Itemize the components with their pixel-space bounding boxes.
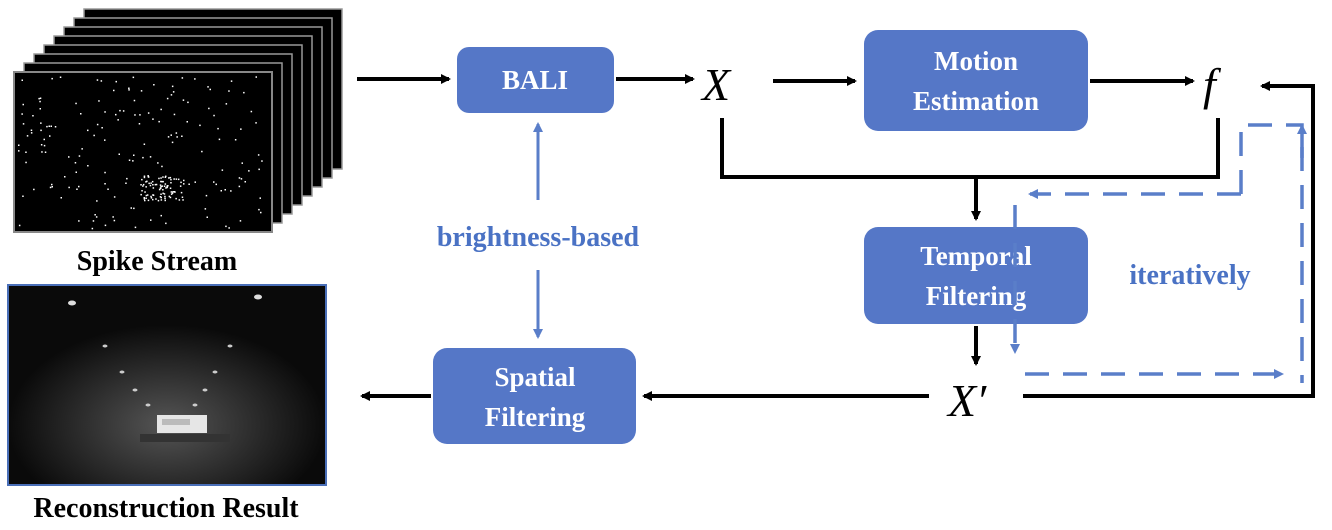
symbol-x: X xyxy=(700,59,732,110)
spatial-filtering-box: Spatial Filtering xyxy=(433,348,636,444)
iterative-loop-dashed xyxy=(1010,123,1307,383)
reconstruction-result-label: Reconstruction Result xyxy=(33,493,299,524)
arrow-xprime-to-f xyxy=(1023,81,1315,398)
symbol-f: f xyxy=(1203,59,1222,110)
bali-box: BALI xyxy=(457,47,614,113)
spike-frame-front xyxy=(13,71,273,233)
spike-stream-stack xyxy=(13,8,343,233)
spatial-label-line1: Spatial xyxy=(494,362,576,392)
spike-dots xyxy=(18,76,263,230)
brightness-based-label: brightness-based xyxy=(437,222,640,253)
connector-x-f-merge xyxy=(720,118,1220,179)
temporal-filtering-box: Temporal Filtering xyxy=(864,227,1088,324)
iteratively-label: iteratively xyxy=(1129,260,1250,291)
reconstruction-image xyxy=(7,284,327,486)
temporal-label-line2: Filtering xyxy=(926,281,1027,311)
motion-label-line2: Estimation xyxy=(913,86,1039,116)
motion-estimation-box: Motion Estimation xyxy=(864,30,1088,131)
symbol-x-prime: X′ xyxy=(946,375,987,426)
spatial-label-line2: Filtering xyxy=(485,402,586,432)
bali-label: BALI xyxy=(502,65,568,95)
motion-label-line1: Motion xyxy=(934,46,1018,76)
spike-stream-label: Spike Stream xyxy=(77,246,238,277)
